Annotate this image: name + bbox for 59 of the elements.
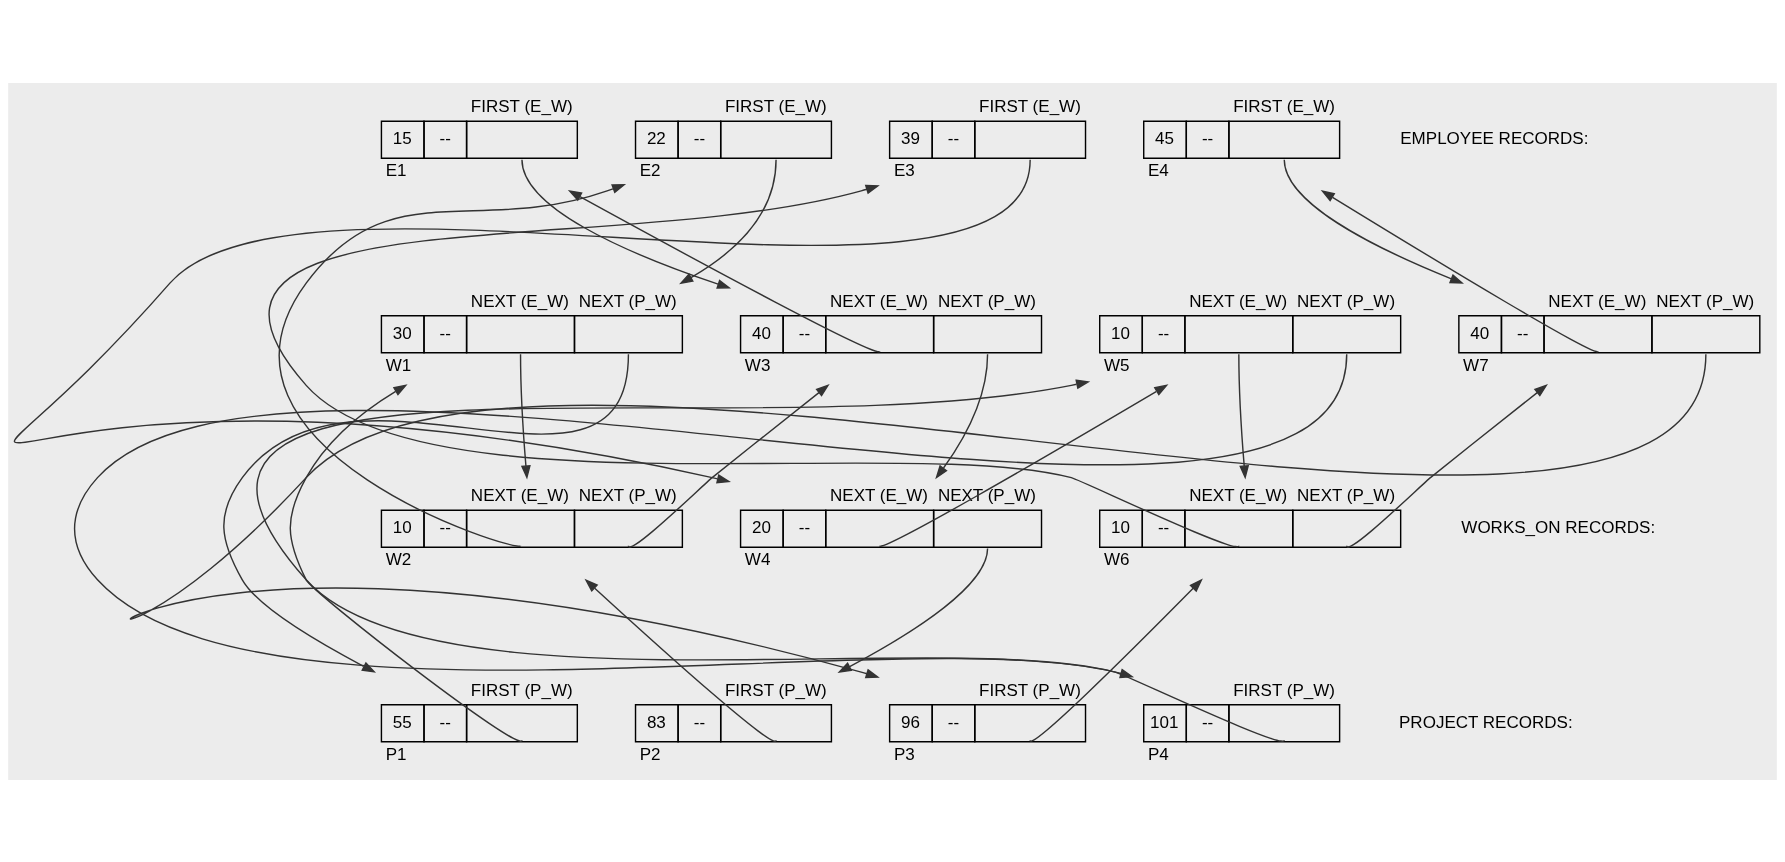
arrow [1238,352,1250,479]
node-label: NEXT (E_W) [1548,291,1647,311]
node-label: W2 [385,549,412,569]
node-label: FIRST (E_W) [979,96,1081,116]
label: PROJECT RECORDS: [1399,712,1573,732]
arrow [627,383,830,548]
node-label: E2 [639,160,661,180]
node-label: FIRST (P_W) [470,680,573,700]
node-label: FIRST (P_W) [979,680,1081,700]
node-label: FIRST (E_W) [1233,96,1335,116]
node-label: NEXT (E_W) [470,485,569,505]
node-label: P4 [1147,744,1169,764]
node-label: NEXT (E_W) [1189,291,1288,311]
node-label: W7 [1463,355,1489,375]
arrow [278,183,627,546]
node-label: FIRST (P_W) [1233,680,1335,700]
arrow [879,383,1169,546]
node-label: NEXT (P_W) [1656,291,1755,311]
node-label: W4 [744,549,771,569]
node-label: FIRST (E_W) [470,96,573,116]
node-label: NEXT (P_W) [578,291,677,311]
node-label: W3 [744,355,771,375]
arrow [223,352,630,673]
node-label: E3 [893,160,915,180]
node-label: E1 [385,160,407,180]
arrow [289,383,523,741]
node-label: NEXT (E_W) [830,485,929,505]
arrow [679,158,777,284]
node-label: W6 [1103,549,1130,569]
arrow [521,158,732,289]
arrow [1346,383,1548,548]
arrow [257,379,1285,742]
node-label: W5 [1103,355,1130,375]
node-label: P3 [893,744,915,764]
arrow [519,352,531,479]
arrow [1283,158,1464,284]
node-label: NEXT (E_W) [470,291,569,311]
node-label: NEXT (E_W) [1189,485,1288,505]
node-label: P2 [639,744,661,764]
node-label: FIRST (E_W) [724,96,827,116]
node-label: P1 [385,744,407,764]
arrow [13,158,1031,484]
label: WORKS_ON RECORDS: [1461,517,1656,537]
node-label: NEXT (P_W) [937,291,1036,311]
arrow [935,352,989,479]
node-label: W1 [385,355,412,375]
node-label: NEXT (P_W) [1297,291,1396,311]
node-label: FIRST (P_W) [724,680,827,700]
arrow [268,184,1240,547]
node-label: NEXT (P_W) [578,485,677,505]
node-label: NEXT (P_W) [1297,485,1396,505]
arrow [567,189,881,352]
label: EMPLOYEE RECORDS: [1400,128,1589,148]
node-label: NEXT (P_W) [937,485,1036,505]
arrow [1029,578,1203,742]
node-label: E4 [1147,160,1169,180]
arrow [1320,189,1599,352]
node-label: NEXT (E_W) [830,291,929,311]
arrow [584,578,777,742]
